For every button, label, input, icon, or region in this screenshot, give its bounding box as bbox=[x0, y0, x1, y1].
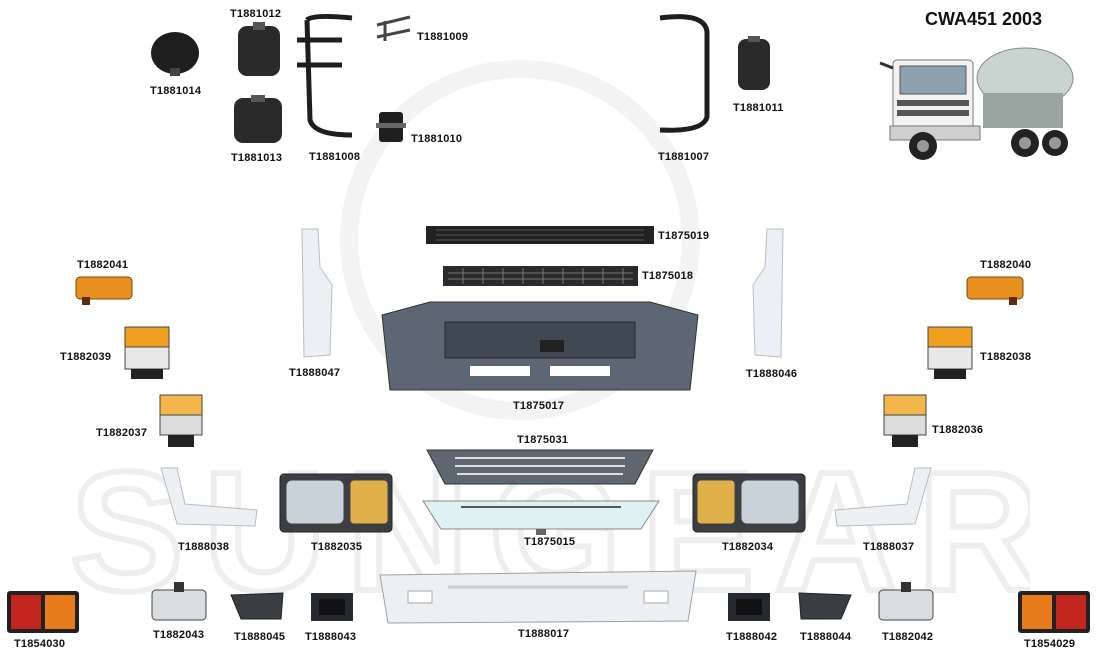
mirror-bracket-image bbox=[376, 15, 411, 41]
tail-lamp-left-image bbox=[7, 591, 79, 633]
label-T1888037: T1888037 bbox=[863, 541, 915, 553]
headlamp-right-image bbox=[692, 473, 806, 533]
label-T1881014: T1881014 bbox=[150, 85, 202, 97]
label-T1888047: T1888047 bbox=[289, 367, 341, 379]
label-T1882037: T1882037 bbox=[96, 427, 148, 439]
corner-panel-right-image bbox=[752, 228, 784, 358]
label-T1882038: T1882038 bbox=[980, 351, 1032, 363]
corner-lamp-left-image bbox=[159, 394, 203, 447]
label-T1888038: T1888038 bbox=[178, 541, 230, 553]
lower-grille-image bbox=[422, 500, 660, 535]
label-T1882035: T1882035 bbox=[311, 541, 363, 553]
label-T1875015: T1875015 bbox=[524, 536, 576, 548]
corner-panel-left-image bbox=[301, 228, 333, 358]
label-T1882041: T1882041 bbox=[77, 259, 129, 271]
label-T1875018: T1875018 bbox=[642, 270, 694, 282]
label-T1875019: T1875019 bbox=[658, 230, 710, 242]
label-T1888042: T1888042 bbox=[726, 631, 778, 643]
bumper-grille-image bbox=[426, 449, 654, 485]
label-T1881012: T1881012 bbox=[230, 8, 282, 20]
fog-lamp-left-image bbox=[151, 582, 207, 621]
step-panel-right-image bbox=[834, 467, 932, 527]
label-T1888045: T1888045 bbox=[234, 631, 286, 643]
label-T1881008: T1881008 bbox=[309, 151, 361, 163]
label-T1882040: T1882040 bbox=[980, 259, 1032, 271]
label-T1888043: T1888043 bbox=[305, 631, 357, 643]
fog-cover-left-image bbox=[230, 592, 284, 620]
tail-lamp-right-image bbox=[1018, 591, 1090, 633]
fog-cover-right-image bbox=[798, 592, 852, 620]
label-T1881011: T1881011 bbox=[733, 102, 784, 114]
headlamp-left-image bbox=[279, 473, 393, 533]
fog-lamp-right-image bbox=[878, 582, 934, 621]
upper-grille-strip-image bbox=[426, 226, 654, 244]
fog-bezel-right-image bbox=[728, 593, 770, 621]
mirror-stay-right-image bbox=[659, 14, 710, 133]
label-T1888017: T1888017 bbox=[518, 628, 570, 640]
corner-lamp-right-image bbox=[883, 394, 927, 447]
corner-lamp-amber-right-image bbox=[927, 326, 973, 379]
side-lamp-right-image bbox=[966, 276, 1024, 305]
label-T1881007: T1881007 bbox=[658, 151, 710, 163]
label-T1881009: T1881009 bbox=[417, 31, 469, 43]
label-T1882042: T1882042 bbox=[882, 631, 934, 643]
label-T1888044: T1888044 bbox=[800, 631, 852, 643]
label-T1875017: T1875017 bbox=[513, 400, 565, 412]
label-T1882039: T1882039 bbox=[60, 351, 112, 363]
label-T1882034: T1882034 bbox=[722, 541, 774, 553]
mirror-mount-image bbox=[376, 112, 406, 142]
label-T1881013: T1881013 bbox=[231, 152, 283, 164]
mixer-truck-image bbox=[879, 47, 1074, 160]
bumper-image bbox=[379, 570, 697, 624]
side-lamp-left-image bbox=[75, 276, 133, 305]
label-T1888046: T1888046 bbox=[746, 368, 798, 380]
mirror-upper-image bbox=[238, 22, 280, 76]
mirror-stay-left-image bbox=[297, 13, 353, 138]
label-T1882036: T1882036 bbox=[932, 424, 984, 436]
mirror-lower-image bbox=[234, 95, 282, 143]
round-mirror-image bbox=[151, 32, 199, 76]
mesh-grille-image bbox=[443, 266, 638, 286]
step-panel-left-image bbox=[160, 467, 258, 527]
front-panel-image bbox=[381, 301, 699, 391]
label-T1854030: T1854030 bbox=[14, 638, 66, 650]
mirror-right-image bbox=[738, 36, 770, 90]
label-T1881010: T1881010 bbox=[411, 133, 463, 145]
model-title: CWA451 2003 bbox=[925, 9, 1043, 29]
fog-bezel-left-image bbox=[311, 593, 353, 621]
corner-lamp-amber-left-image bbox=[124, 326, 170, 379]
label-T1854029: T1854029 bbox=[1024, 638, 1076, 650]
label-T1875031: T1875031 bbox=[517, 434, 569, 446]
label-T1882043: T1882043 bbox=[153, 629, 205, 641]
